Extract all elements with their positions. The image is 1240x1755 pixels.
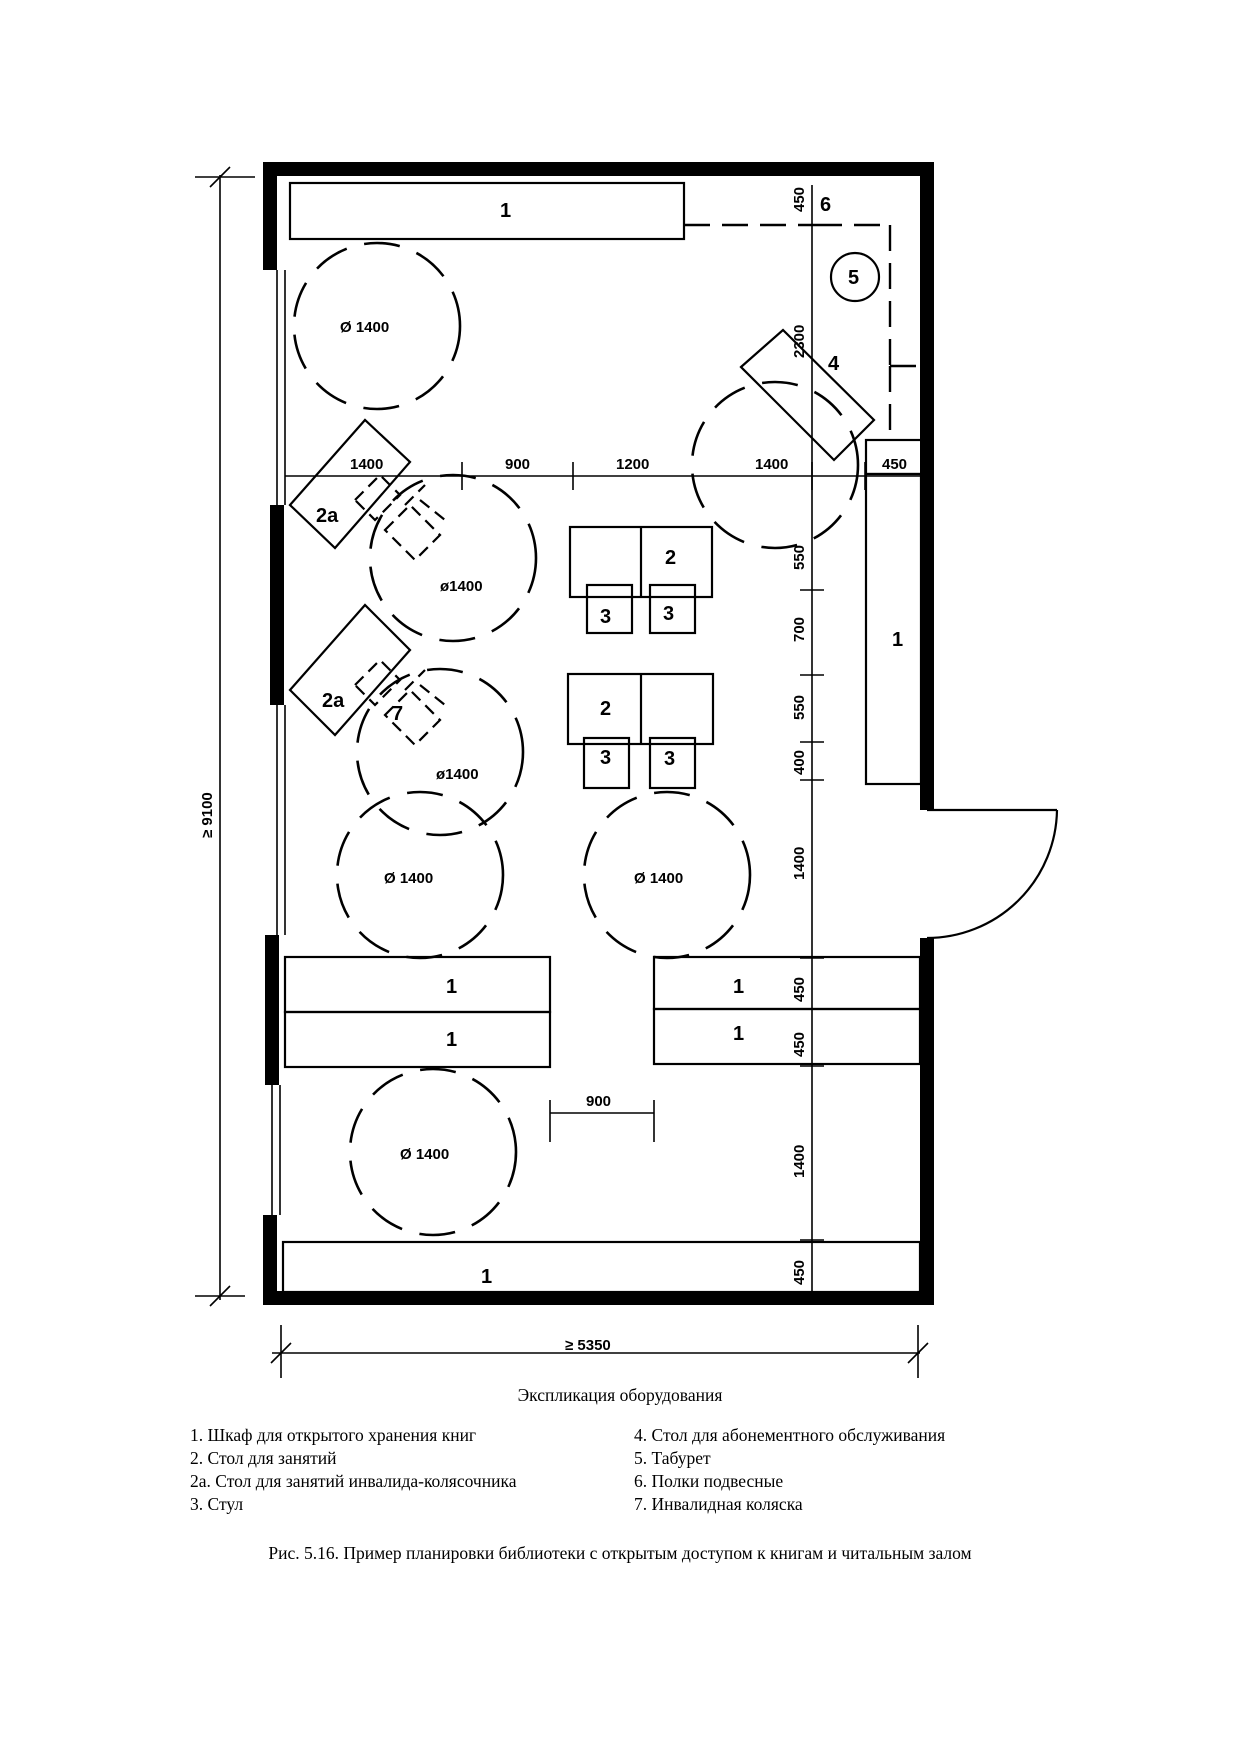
legend-title: Экспликация оборудования [517, 1385, 723, 1405]
dim-v1400: 1400 [791, 847, 808, 880]
legend-item: 7. Инвалидная коляска [634, 1494, 803, 1514]
dim-diameter: ø1400 [436, 766, 479, 783]
dim-v450b: 450 [791, 977, 808, 1002]
label-shelf-mid-left-1: 1 [446, 976, 457, 998]
dim-v400: 400 [791, 750, 808, 775]
label-shelf-mid-right-2: 1 [733, 1023, 744, 1045]
dim-v450d: 450 [791, 1260, 808, 1285]
shelf-top [288, 181, 686, 241]
label-chair: 3 [600, 606, 611, 628]
service-desk [739, 328, 876, 462]
label-service-desk: 4 [828, 353, 840, 375]
dimension-texts: Ø 1400 ø1400 ø1400 Ø 1400 Ø 1400 Ø 1400 … [199, 187, 907, 1354]
legend-item: 4. Стол для абонементного обслуживания [634, 1425, 946, 1445]
legend-item: 2. Стол для занятий [190, 1448, 337, 1468]
label-chair: 3 [663, 603, 674, 625]
dim-1400: 1400 [350, 456, 383, 473]
label-chair: 3 [600, 747, 611, 769]
dim-diameter: Ø 1400 [384, 870, 433, 887]
dim-v550b: 550 [791, 695, 808, 720]
label-chair: 3 [664, 748, 675, 770]
shelf-mid-left-1 [283, 955, 552, 1014]
entrance-door [926, 808, 1059, 940]
dim-v450c: 450 [791, 1032, 808, 1057]
label-hanging-shelves: 6 [820, 194, 831, 216]
plan-labels: 1 6 5 4 1 2 3 3 2 3 3 2а 2а 7 1 1 1 1 1 [316, 194, 903, 1288]
dim-900: 900 [505, 456, 530, 473]
furniture [281, 181, 928, 1294]
label-table-wheelchair-lower: 2а [322, 690, 345, 712]
dim-diameter: Ø 1400 [634, 870, 683, 887]
shelf-mid-left-2 [283, 1010, 552, 1069]
label-stool: 5 [848, 267, 859, 289]
legend-left-column: 1. Шкаф для открытого хранения книг 2. С… [190, 1424, 516, 1516]
legend-right-column: 4. Стол для абонементного обслуживания 5… [634, 1424, 945, 1516]
chair [582, 736, 631, 790]
dim-diameter: Ø 1400 [340, 319, 389, 336]
chair [648, 736, 697, 790]
legend-item: 6. Полки подвесные [634, 1471, 784, 1491]
turning-circles [292, 241, 860, 1237]
label-table-wheelchair-upper: 2а [316, 505, 339, 527]
label-table-lower: 2 [600, 698, 611, 720]
dim-diameter: Ø 1400 [400, 1146, 449, 1163]
windows [271, 270, 286, 1215]
dim-1400: 1400 [755, 456, 788, 473]
label-shelf-mid-left-2: 1 [446, 1029, 457, 1051]
dim-v450: 450 [791, 187, 808, 212]
legend-item: 5. Табурет [634, 1448, 711, 1468]
dim-450: 450 [882, 456, 907, 473]
chair [648, 583, 697, 635]
label-wheelchair: 7 [392, 703, 403, 725]
label-shelf: 1 [500, 200, 511, 222]
shelf-mid-right-1 [652, 955, 922, 1011]
shelf-bottom [281, 1240, 922, 1294]
dim-v2300: 2300 [791, 325, 808, 358]
label-shelf-bottom: 1 [481, 1266, 492, 1288]
dim-v550: 550 [791, 545, 808, 570]
table-wheelchair-lower [288, 603, 412, 737]
shelf-mid-right-2 [652, 1007, 922, 1066]
dim-v700: 700 [791, 617, 808, 642]
legend-item: 3. Стул [190, 1494, 244, 1514]
legend-item: 2а. Стол для занятий инвалида-колясочник… [190, 1471, 517, 1491]
dim-diameter: ø1400 [440, 578, 483, 595]
dim-900-bottom: 900 [586, 1093, 611, 1110]
dimension-lines [195, 166, 929, 1378]
label-shelf-mid-right-1: 1 [733, 976, 744, 998]
dim-v1400b: 1400 [791, 1145, 808, 1178]
walls [263, 162, 934, 1305]
label-shelf-right: 1 [892, 629, 903, 651]
dim-overall-width: ≥ 5350 [565, 1337, 611, 1354]
dim-overall-height: ≥ 9100 [199, 792, 216, 838]
figure-caption: Рис. 5.16. Пример планировки библиотеки … [268, 1543, 972, 1563]
dim-1200: 1200 [616, 456, 649, 473]
table-wheelchair-upper [288, 418, 412, 550]
shelf-right [864, 472, 923, 786]
stool [829, 251, 881, 303]
wheelchair-upper [353, 473, 446, 562]
chair [585, 583, 634, 635]
label-table-upper: 2 [665, 547, 676, 569]
legend-item: 1. Шкаф для открытого хранения книг [190, 1425, 477, 1445]
